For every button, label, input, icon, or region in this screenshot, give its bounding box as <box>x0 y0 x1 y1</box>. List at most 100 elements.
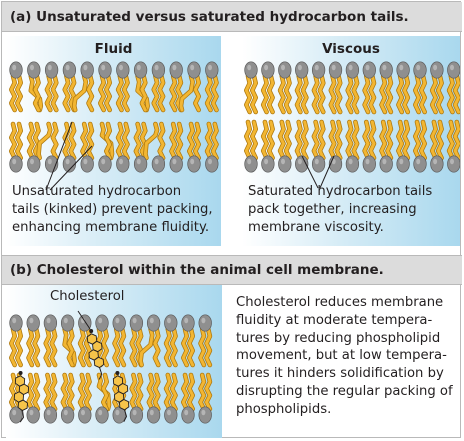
head-highlight <box>399 158 404 165</box>
fluid-membrane-panel: Fluid Unsaturated hydrocarbon tails (kin… <box>6 36 221 246</box>
phospholipid-head <box>205 61 219 79</box>
phospholipid-head <box>151 155 166 173</box>
description-line: Cholesterol reduces membrane <box>236 295 444 310</box>
head-highlight <box>63 317 68 324</box>
hydrocarbon-tail <box>130 373 137 411</box>
head-highlight <box>184 409 189 416</box>
head-highlight <box>65 158 70 165</box>
head-highlight <box>136 158 141 165</box>
pointer-line <box>45 121 73 191</box>
hydrocarbon-tail <box>396 74 404 114</box>
hydrocarbon-tail <box>402 120 410 160</box>
hydrocarbon-tail <box>78 373 85 411</box>
hydrocarbon-tail <box>119 327 126 367</box>
phospholipid-head <box>43 314 58 332</box>
phospholipid-head <box>430 61 444 79</box>
head-highlight <box>365 158 370 165</box>
phospholipid-head <box>345 155 360 173</box>
hydrocarbon-tail <box>278 120 285 160</box>
hydrocarbon-tail <box>295 74 302 114</box>
head-highlight <box>247 158 252 165</box>
hydrocarbon-tail <box>419 74 427 114</box>
pointer-line <box>319 155 335 189</box>
head-highlight <box>29 317 34 324</box>
cholesterol-description: Cholesterol reduces membrane fluidity at… <box>236 294 462 419</box>
hydrocarbon-tail <box>37 122 52 160</box>
viscous-title: Viscous <box>322 41 380 57</box>
head-highlight <box>281 158 285 165</box>
hydrocarbon-tail <box>176 122 183 160</box>
hydrocarbon-tail <box>250 120 258 160</box>
head-highlight <box>382 158 387 165</box>
hydrocarbon-tail <box>136 327 143 367</box>
section-b-heading: (b) Cholesterol within the animal cell m… <box>2 255 462 285</box>
hydrocarbon-tail <box>143 122 159 160</box>
hydrocarbon-tail <box>153 373 160 411</box>
hydrocarbon-tail <box>27 373 34 411</box>
hydrocarbon-tail <box>278 74 285 114</box>
hydrocarbon-tail <box>352 120 359 160</box>
head-highlight <box>450 64 454 71</box>
hydrocarbon-tail <box>205 122 212 160</box>
phospholipid-head <box>328 61 343 79</box>
cholesterol-molecule <box>86 329 105 380</box>
head-highlight <box>98 317 103 324</box>
head-highlight <box>365 64 370 71</box>
cholesterol-molecule <box>112 371 130 422</box>
hydrocarbon-tail <box>170 122 177 160</box>
hydrocarbon-tail <box>9 373 17 411</box>
head-highlight <box>98 409 103 416</box>
hydrocarbon-tail <box>152 74 159 112</box>
phospholipid-head <box>80 155 94 173</box>
hydrocarbon-tail <box>164 373 171 411</box>
head-highlight <box>30 64 34 71</box>
hydrocarbon-tail <box>261 120 269 160</box>
phospholipid-head <box>80 61 94 79</box>
hydrocarbon-tail <box>50 327 57 367</box>
description-line: disrupting the regular packing of <box>236 383 453 399</box>
head-highlight <box>433 158 438 165</box>
hydrocarbon-tail <box>205 327 212 367</box>
hydrocarbon-tail <box>101 327 109 367</box>
head-highlight <box>190 64 195 71</box>
hydrocarbon-tail <box>267 120 275 160</box>
hydrocarbon-tail <box>301 120 308 160</box>
viscous-caption: Saturated hydrocarbon tails pack togethe… <box>248 183 432 237</box>
hydrocarbon-tail <box>170 373 177 411</box>
phospholipid-head <box>43 406 58 424</box>
pointer-line <box>77 310 91 330</box>
sterol-tail <box>98 367 103 380</box>
viscous-membrane-panel: Viscous Saturated hydrocarbon tails pack… <box>242 36 460 246</box>
hydrocarbon-tail <box>301 74 308 114</box>
hydrocarbon-tail <box>9 122 17 160</box>
hydrocarbon-tail <box>158 74 165 112</box>
hydrocarbon-tail <box>51 74 58 112</box>
head-highlight <box>264 64 269 71</box>
head-highlight <box>314 64 319 71</box>
hydrocarbon-tail <box>187 327 195 367</box>
phospholipid-head <box>345 61 360 79</box>
hydrocarbon-tail <box>211 122 218 160</box>
hydrocarbon-tail <box>318 120 325 160</box>
hydrocarbon-tail <box>335 120 342 160</box>
phospholipid-head <box>9 155 23 173</box>
hydrocarbon-tail <box>136 373 143 411</box>
pointer-line <box>49 145 93 191</box>
head-highlight <box>101 64 106 71</box>
viscous-membrane-drawing <box>244 61 460 189</box>
phospholipid-head <box>311 155 326 173</box>
hydrocarbon-tail <box>113 327 120 367</box>
head-highlight <box>314 158 319 165</box>
phospholipid-head <box>78 314 92 332</box>
phospholipid-head <box>244 61 258 79</box>
head-highlight <box>119 158 123 165</box>
hydrocarbon-tail <box>261 74 269 114</box>
hydrocarbon-tail <box>50 373 57 411</box>
phospholipid-head <box>413 155 427 173</box>
hydrocarbon-tail <box>116 74 123 112</box>
hydrocarbon-tail <box>380 120 387 160</box>
hydrocarbon-tail <box>346 120 353 160</box>
phospholipid-head <box>164 314 178 332</box>
phospholipid-head <box>169 155 183 173</box>
phospholipid-head <box>26 314 40 332</box>
